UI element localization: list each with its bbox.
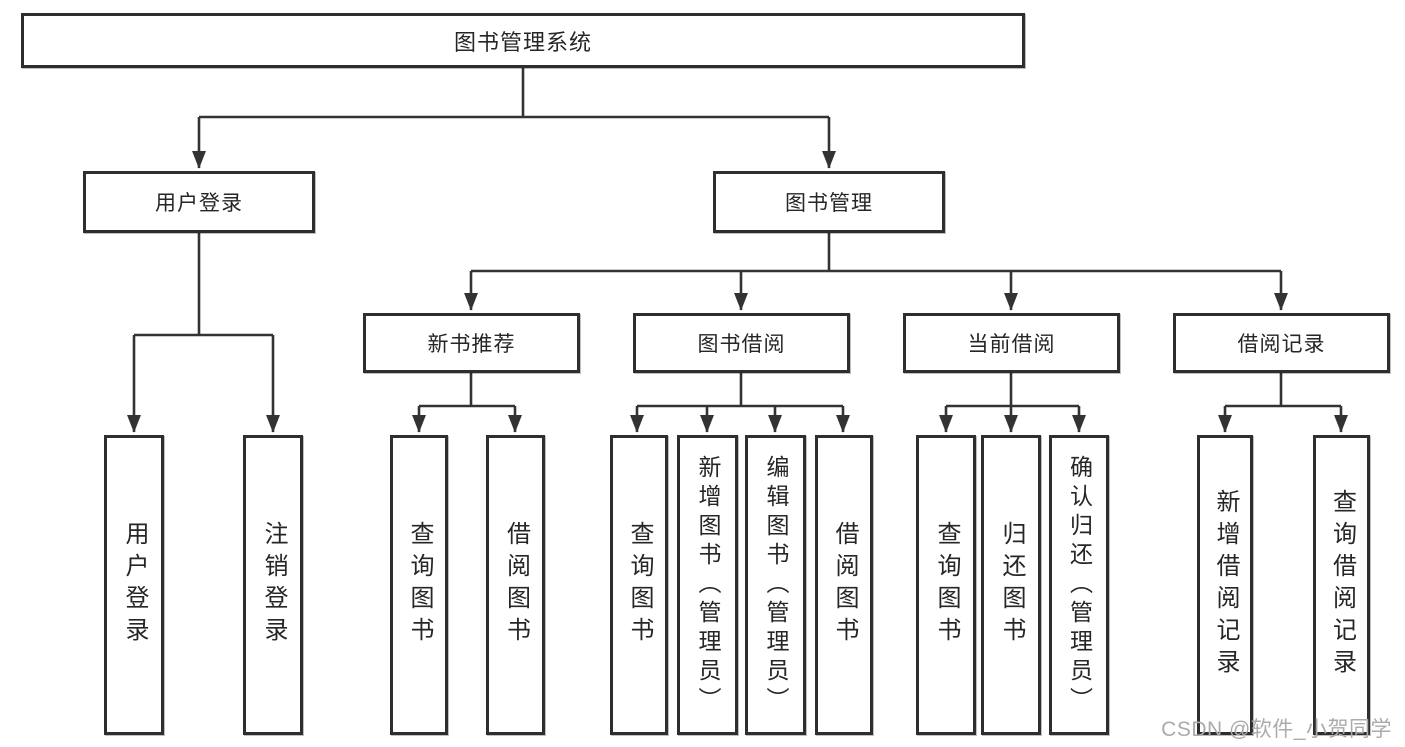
- node-user-login-leaf: 用户登录: [104, 435, 164, 735]
- node-borrow-records: 借阅记录: [1173, 313, 1390, 373]
- node-add-borrow-record: 新增借阅记录: [1197, 435, 1253, 735]
- node-query-books-3: 查询图书: [916, 435, 976, 735]
- connector-root-to-level1: [191, 68, 837, 169]
- node-user-login-branch: 用户登录: [83, 171, 315, 233]
- node-book-management: 图书管理: [713, 171, 945, 233]
- node-query-books-2: 查询图书: [610, 435, 668, 735]
- node-borrow-books-1: 借阅图书: [486, 435, 545, 735]
- node-edit-book-admin: 编辑图书（管理员）: [745, 435, 806, 735]
- connector-book-borrow-section: [629, 373, 851, 433]
- connector-new-book-section: [411, 373, 523, 433]
- node-add-book-admin: 新增图书（管理员）: [677, 435, 738, 735]
- node-return-book: 归还图书: [981, 435, 1041, 735]
- connector-user-branch: [126, 233, 281, 433]
- node-root: 图书管理系统: [21, 13, 1025, 68]
- connector-current-borrow-section: [938, 373, 1087, 433]
- node-borrow-books-2: 借阅图书: [815, 435, 873, 735]
- node-book-borrow: 图书借阅: [633, 313, 850, 373]
- node-current-borrow: 当前借阅: [903, 313, 1120, 373]
- node-query-books-1: 查询图书: [390, 435, 448, 735]
- node-confirm-return-admin: 确认归还（管理员）: [1049, 435, 1109, 735]
- connector-borrow-records-section: [1217, 373, 1349, 433]
- node-logout-leaf: 注销登录: [243, 435, 303, 735]
- node-new-book-recommend: 新书推荐: [363, 313, 580, 373]
- watermark: CSDN @软件_小贺同学: [1161, 718, 1392, 741]
- connector-book-branch: [463, 233, 1289, 311]
- node-query-borrow-record: 查询借阅记录: [1313, 435, 1370, 735]
